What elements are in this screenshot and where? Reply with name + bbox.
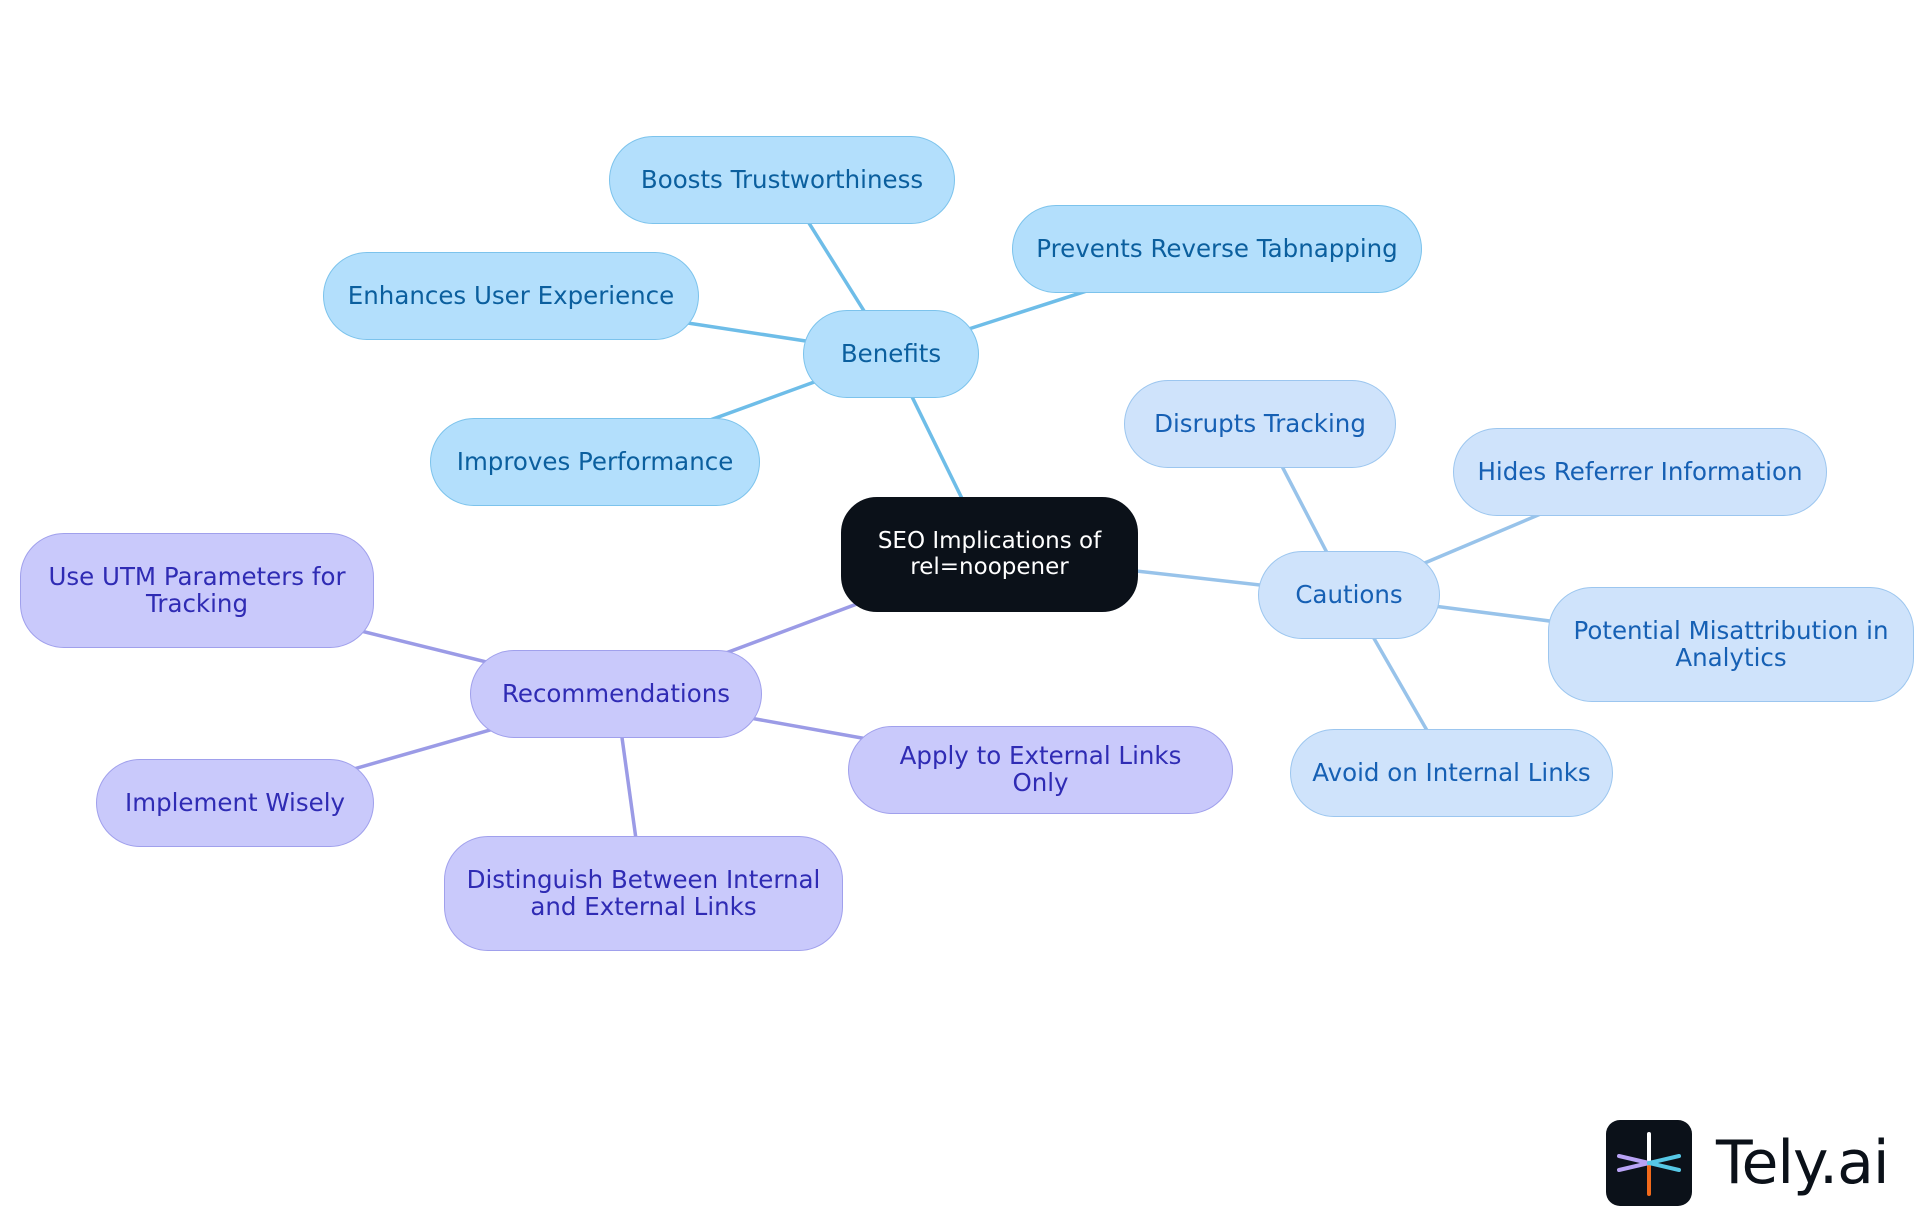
leaf-node-improves-performance: Improves Performance bbox=[430, 418, 760, 506]
leaf-node-boosts-trustworthiness: Boosts Trustworthiness bbox=[609, 136, 955, 224]
leaf-label: Prevents Reverse Tabnapping bbox=[1036, 233, 1398, 263]
brand-logo: Tely.ai bbox=[1606, 1120, 1890, 1206]
branch-node-benefits: Benefits bbox=[803, 310, 979, 398]
branch-label-benefits: Benefits bbox=[840, 338, 942, 368]
leaf-node-use-utm-parameters: Use UTM Parameters for Tracking bbox=[20, 533, 374, 648]
leaf-node-avoid-on-internal-links: Avoid on Internal Links bbox=[1290, 729, 1613, 817]
leaf-label: Hides Referrer Information bbox=[1477, 456, 1803, 486]
leaf-label: Improves Performance bbox=[456, 446, 734, 476]
branch-label-recommendations: Recommendations bbox=[501, 678, 731, 708]
branch-node-cautions: Cautions bbox=[1258, 551, 1440, 639]
leaf-label: Disrupts Tracking bbox=[1154, 408, 1366, 438]
leaf-label: Distinguish Between Internal and Externa… bbox=[466, 864, 821, 921]
leaf-node-potential-misattribution: Potential Misattribution in Analytics bbox=[1548, 587, 1914, 702]
leaf-node-hides-referrer-information: Hides Referrer Information bbox=[1453, 428, 1827, 516]
leaf-label: Potential Misattribution in Analytics bbox=[1573, 615, 1889, 672]
leaf-node-apply-to-external-links-only: Apply to External Links Only bbox=[848, 726, 1233, 814]
leaf-label: Boosts Trustworthiness bbox=[640, 164, 924, 194]
root-node: SEO Implications of rel=noopener bbox=[841, 497, 1138, 612]
leaf-node-disrupts-tracking: Disrupts Tracking bbox=[1124, 380, 1396, 468]
logo-wordmark: Tely.ai bbox=[1716, 1128, 1890, 1198]
leaf-node-enhances-user-experience: Enhances User Experience bbox=[323, 252, 699, 340]
leaf-node-distinguish-internal-external: Distinguish Between Internal and Externa… bbox=[444, 836, 843, 951]
leaf-label: Use UTM Parameters for Tracking bbox=[48, 561, 346, 618]
leaf-label: Enhances User Experience bbox=[347, 280, 675, 310]
root-node-label: SEO Implications of rel=noopener bbox=[877, 528, 1102, 580]
tely-logo-icon bbox=[1606, 1120, 1692, 1206]
leaf-label: Apply to External Links Only bbox=[899, 741, 1182, 797]
leaf-label: Avoid on Internal Links bbox=[1312, 757, 1591, 787]
leaf-node-prevents-reverse-tabnapping: Prevents Reverse Tabnapping bbox=[1012, 205, 1422, 293]
branch-node-recommendations: Recommendations bbox=[470, 650, 762, 738]
branch-label-cautions: Cautions bbox=[1295, 579, 1403, 609]
leaf-node-implement-wisely: Implement Wisely bbox=[96, 759, 374, 847]
leaf-label: Implement Wisely bbox=[124, 787, 346, 817]
